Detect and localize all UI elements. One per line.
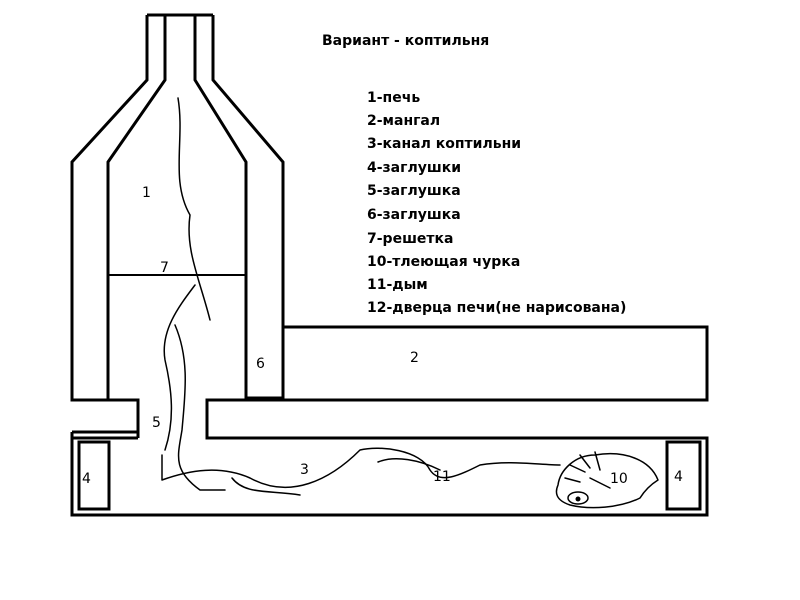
log-core (575, 496, 581, 502)
smoke-line-lower (174, 324, 226, 491)
smoke-line-channel-3 (377, 457, 441, 471)
label-channel: 3 (300, 462, 309, 478)
smoke-line-channel-2 (231, 477, 301, 496)
label-plug-4-left: 4 (82, 471, 91, 487)
legend-item: 1-печь (367, 90, 420, 106)
label-plug-4-right: 4 (674, 469, 683, 485)
smoke-line-upper (177, 97, 211, 321)
oven-outer-right-wall (205, 15, 709, 432)
oven-inner-left-wall (106, 15, 167, 400)
legend-item: 5-заглушка (367, 183, 461, 199)
plug-4-right (665, 440, 702, 511)
plug-4-left (77, 440, 111, 511)
label-grate: 7 (160, 260, 169, 276)
smoke-path (161, 97, 561, 496)
legend-item: 4-заглушки (367, 160, 461, 176)
log-outline (555, 453, 659, 509)
label-plug-6: 6 (256, 356, 265, 372)
smoke-line-channel (161, 447, 561, 488)
legend-item: 3-канал коптильни (367, 136, 521, 152)
label-grill: 2 (410, 350, 419, 366)
label-smoke: 11 (433, 469, 451, 485)
smoke-line-mid (163, 284, 196, 451)
log-flames (564, 451, 611, 489)
smoke-channel (70, 400, 709, 517)
oven-inner-right-wall (193, 15, 285, 402)
smoldering-log (555, 451, 659, 509)
log-end (567, 491, 589, 505)
channel-outline (70, 400, 709, 517)
legend-item: 10-тлеющая чурка (367, 254, 520, 270)
legend-item: 11-дым (367, 277, 428, 293)
legend-item: 6-заглушка (367, 207, 461, 223)
legend: 1-печь 2-мангал 3-канал коптильни 4-загл… (367, 90, 626, 316)
legend-item: 12-дверца печи(не нарисована) (367, 300, 626, 316)
label-oven: 1 (142, 185, 151, 201)
label-plug-5: 5 (152, 415, 161, 431)
label-smoldering-log: 10 (610, 471, 628, 487)
diagram-title: Вариант - коптильня (322, 33, 489, 49)
legend-item: 7-решетка (367, 231, 454, 247)
legend-item: 2-мангал (367, 113, 440, 129)
